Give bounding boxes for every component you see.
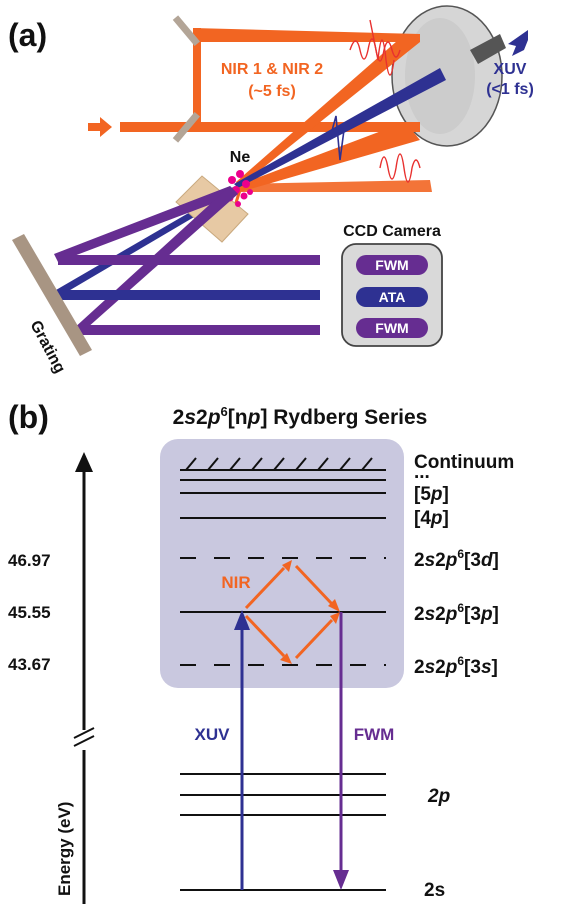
ccd-camera (341, 243, 443, 347)
ccd-signal-fwm-bottom: FWM (375, 320, 408, 336)
nir-arrow-label: NIR (221, 573, 250, 592)
xuv-duration: (<1 fs) (486, 81, 534, 98)
ccd-title: CCD Camera (343, 223, 441, 240)
nir-input-arrow (88, 117, 112, 137)
energy-value-3p: 45.55 (8, 603, 51, 622)
level-3d-label: 2s2p6[3d] (414, 547, 499, 571)
nir-label: NIR 1 & NIR 2 (221, 61, 323, 78)
rydberg-series-title: 2s2p6[np] Rydberg Series (173, 404, 428, 429)
rydberg-series-box (160, 439, 404, 688)
fwm-emission-arrow (333, 612, 349, 890)
panel-b-label: (b) (8, 399, 49, 435)
continuum-hatching (180, 457, 386, 471)
continuum-label: Continuum (414, 452, 514, 473)
xuv-input-arrow (508, 30, 528, 56)
panel-a-label: (a) (8, 17, 47, 53)
folding-mirror-bottom (172, 112, 200, 143)
ne-label: Ne (230, 149, 251, 166)
xuv-excitation-arrow (234, 610, 250, 890)
level-5p-label: [5p] (414, 484, 449, 505)
fwm-arrow-label: FWM (354, 725, 395, 744)
nir-duration: (~5 fs) (248, 83, 296, 100)
energy-value-3d: 46.97 (8, 551, 51, 570)
continuum-ellipsis: ... (414, 462, 430, 483)
energy-axis-label: Energy (eV) (55, 802, 74, 896)
ccd-signal-fwm-top: FWM (375, 257, 408, 273)
rydberg-levels-high (180, 479, 386, 519)
level-3p-label: 2s2p6[3p] (414, 601, 499, 625)
level-2p-label: 2p (427, 786, 450, 807)
xuv-arrow-label: XUV (195, 725, 231, 744)
energy-value-3s: 43.67 (8, 655, 51, 674)
level-3s-label: 2s2p6[3s] (414, 654, 498, 678)
nir-coupling-arrows (244, 560, 340, 664)
energy-axis (73, 452, 95, 904)
grating-label: Grating (26, 318, 68, 376)
xuv-label: XUV (494, 61, 527, 78)
level-2p-lines (180, 773, 386, 816)
xuv-pulse-marker (329, 115, 345, 161)
folding-mirror-top (172, 15, 200, 46)
grating (12, 234, 92, 356)
level-2s-label: 2s (424, 880, 445, 901)
level-4p-label: [4p] (414, 508, 449, 529)
signal-beams (54, 186, 320, 336)
nir-beam-path (120, 28, 432, 229)
ccd-signal-ata: ATA (379, 289, 406, 305)
nir-pulse-waveforms (349, 19, 421, 183)
